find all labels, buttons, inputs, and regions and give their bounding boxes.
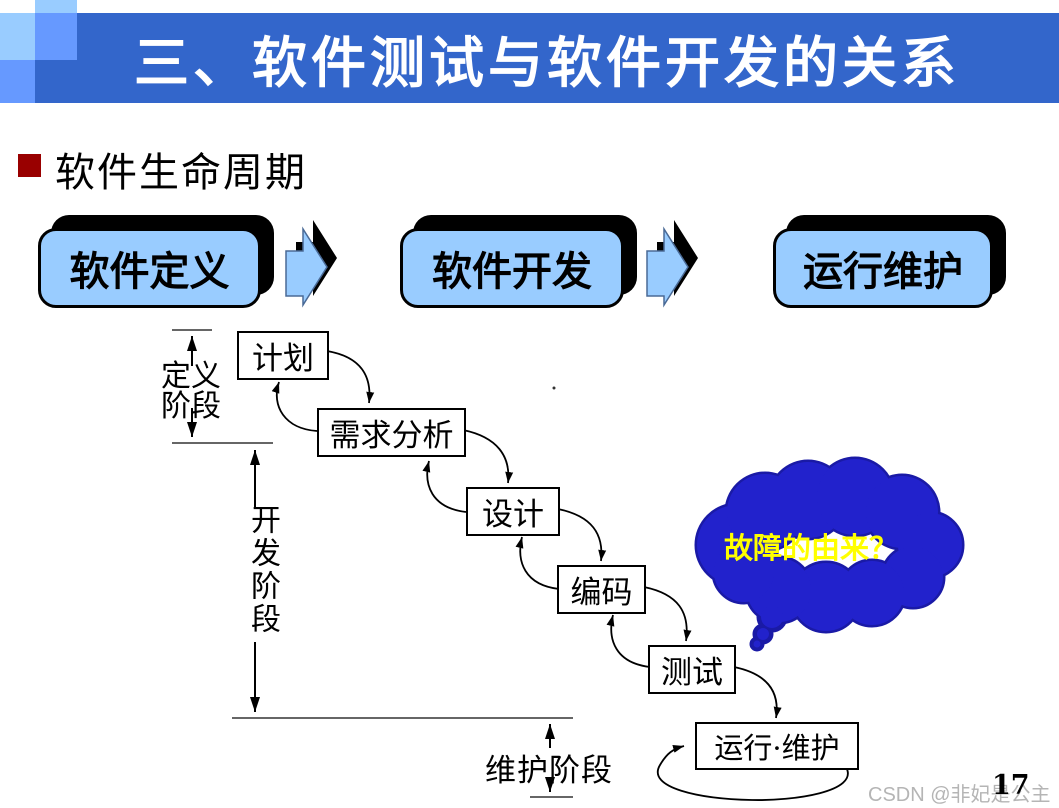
stage-box-coding: 编码 (557, 565, 646, 614)
section-heading: 软件生命周期 (55, 150, 307, 196)
decor-square-left-light (0, 13, 35, 60)
development-phase-label: 开发阶段 (245, 504, 280, 636)
phase-box-development-label: 软件开发 (432, 248, 592, 295)
phase-box-maintenance-label: 运行维护 (803, 248, 963, 295)
stage-box-testing-label: 测试 (661, 655, 723, 691)
phase-box-definition-label: 软件定义 (69, 248, 230, 295)
cloud-callout-label: 故障的由来？ (723, 533, 898, 565)
phase-measure-lines (172, 329, 573, 798)
stray-dot (552, 386, 556, 390)
phase-measure-arrows (187, 336, 555, 792)
decor-square-top (35, 0, 77, 13)
waterfall-diagram (172, 329, 965, 801)
definition-phase-label: 定义阶段 (161, 359, 221, 424)
bullet-square-icon (18, 154, 41, 177)
stage-box-coding-label: 编码 (570, 575, 633, 611)
stage-box-plan-label: 计划 (252, 341, 314, 377)
phase-box-development: 软件开发 (400, 228, 624, 308)
phase-box-definition: 软件定义 (38, 228, 261, 308)
stage-box-design-label: 设计 (482, 497, 544, 533)
watermark-text: CSDN @非妃是公主 (868, 784, 1051, 806)
stage-box-testing: 测试 (648, 645, 736, 694)
page-number: 17 (992, 770, 1030, 801)
stage-box-operation-maintenance: 运行·维护 (695, 722, 859, 770)
title-bar: 三、软件测试与软件开发的关系 (35, 13, 1059, 103)
right-block-arrow-icon (646, 220, 698, 308)
decor-square-mid (35, 13, 77, 60)
right-block-arrow-icon (285, 220, 337, 308)
decor-square-bottom (0, 60, 35, 103)
stage-box-requirements-label: 需求分析 (329, 418, 454, 454)
stage-box-requirements: 需求分析 (317, 408, 466, 457)
stage-flow-arrows (271, 350, 849, 801)
stage-box-design: 设计 (466, 487, 560, 536)
stage-box-plan: 计划 (237, 331, 329, 380)
maintenance-phase-label: 维护阶段 (485, 753, 613, 789)
slide-title: 三、软件测试与软件开发的关系 (133, 32, 960, 94)
phase-box-maintenance: 运行维护 (773, 228, 993, 308)
cloud-icon (694, 456, 965, 652)
stage-box-operation-maintenance-label: 运行·维护 (714, 731, 840, 765)
